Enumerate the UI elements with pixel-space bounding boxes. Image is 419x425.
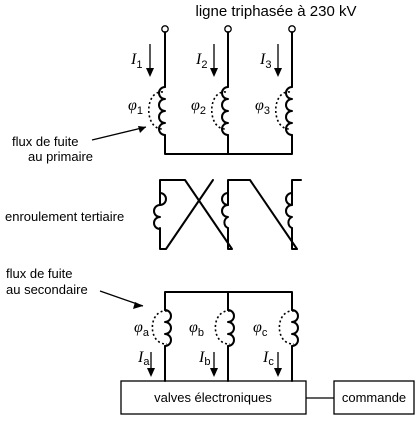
secondary-coil-a bbox=[164, 309, 172, 347]
arrow-Ic bbox=[274, 352, 282, 377]
secondary-leakage-label-line1: flux de fuite bbox=[6, 266, 73, 281]
secondary-winding bbox=[147, 291, 299, 382]
label-phia: φa bbox=[134, 319, 150, 339]
primary-leakage-flux-3 bbox=[275, 91, 291, 130]
tertiary-coil-2 bbox=[221, 192, 229, 229]
primary-leakage-flux-2 bbox=[211, 91, 227, 130]
label-I2: I2 bbox=[195, 51, 207, 71]
primary-leakage-flux-1 bbox=[148, 91, 164, 130]
label-Ic: Ic bbox=[262, 349, 274, 368]
primary-winding bbox=[146, 25, 296, 155]
label-Ia: Ia bbox=[137, 349, 150, 368]
label-Ib: Ib bbox=[198, 349, 210, 368]
arrow-Ib bbox=[210, 352, 218, 377]
secondary-coil-c bbox=[291, 309, 299, 347]
primary-coil-1 bbox=[158, 86, 166, 136]
primary-coil-2 bbox=[221, 86, 229, 136]
primary-coil-3 bbox=[285, 86, 293, 136]
secondary-leakage-flux-a bbox=[151, 310, 168, 345]
label-phi2: φ2 bbox=[191, 97, 206, 117]
secondary-leakage-flux-c bbox=[278, 310, 295, 345]
secondary-coil-b bbox=[227, 309, 235, 347]
tertiary-coil-1 bbox=[153, 192, 167, 230]
tertiary-label: enroulement tertiaire bbox=[5, 209, 124, 224]
primary-leakage-label-line2: au primaire bbox=[28, 149, 93, 164]
primary-leakage-pointer bbox=[91, 126, 147, 141]
arrow-I1 bbox=[146, 44, 154, 77]
command-label: commande bbox=[342, 390, 406, 405]
tertiary-delta bbox=[159, 179, 233, 250]
title: ligne triphasée à 230 kV bbox=[196, 3, 357, 20]
arrow-I3 bbox=[274, 44, 282, 77]
valves-label: valves électroniques bbox=[154, 390, 272, 405]
arrow-Ia bbox=[147, 352, 155, 377]
tertiary-winding bbox=[153, 179, 302, 250]
label-phic: φc bbox=[253, 319, 268, 339]
label-phi1: φ1 bbox=[128, 97, 143, 117]
label-phi3: φ3 bbox=[255, 97, 270, 117]
label-I1: I1 bbox=[130, 51, 142, 71]
secondary-leakage-label-line2: au secondaire bbox=[6, 282, 88, 297]
primary-leakage-label-line1: flux de fuite bbox=[12, 134, 79, 149]
command-box bbox=[333, 380, 415, 415]
label-phib: φb bbox=[189, 319, 204, 339]
tertiary-coil-3 bbox=[285, 192, 293, 229]
arrow-I2 bbox=[210, 44, 218, 77]
secondary-leakage-flux-b bbox=[214, 310, 231, 345]
label-I3: I3 bbox=[259, 51, 271, 71]
